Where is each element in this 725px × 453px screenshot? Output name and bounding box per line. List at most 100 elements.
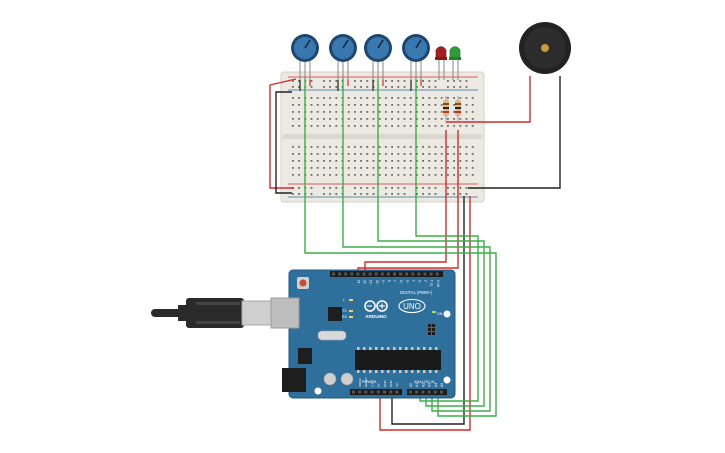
uno-label: UNO [403, 302, 421, 311]
digital-pin-label: 12 [363, 280, 367, 284]
wire-led-red-to-pin[interactable] [364, 130, 447, 276]
breadboard-hole [434, 160, 437, 162]
potentiometer-1[interactable] [291, 34, 319, 80]
buzzer-hole [541, 44, 549, 52]
breadboard-hole [329, 187, 331, 189]
breadboard-hole [397, 193, 400, 195]
breadboard-hole [465, 97, 468, 99]
potentiometer-4[interactable] [402, 34, 430, 80]
breadboard[interactable] [280, 71, 485, 203]
led-red[interactable] [435, 46, 447, 81]
breadboard-hole [391, 167, 393, 169]
breadboard-hole [453, 193, 455, 195]
breadboard-hole [335, 167, 338, 169]
wire-pot-3-signal[interactable] [377, 78, 485, 407]
breadboard-hole [360, 193, 362, 195]
digital-header-holes [332, 272, 439, 276]
breadboard-hole [292, 146, 294, 148]
breadboard-hole [416, 153, 418, 155]
breadboard-hole [298, 153, 300, 155]
breadboard-hole [440, 167, 443, 169]
usb-cable[interactable] [151, 298, 273, 328]
on-led [432, 311, 436, 313]
power-pin-label: 5V [377, 383, 381, 387]
arduino-uno-board[interactable]: UNO ARDUINO DIGITAL (PWM~) POWER ANALOG … [270, 269, 456, 399]
potentiometer-3[interactable] [364, 34, 392, 80]
power-header [350, 389, 402, 395]
breadboard-hole [385, 111, 387, 113]
breadboard-hole [416, 146, 418, 148]
wire-left-rail-black[interactable] [275, 91, 292, 194]
breadboard-hole [459, 118, 462, 120]
breadboard-hole [366, 97, 369, 99]
breadboard-hole [366, 80, 369, 82]
breadboard-hole [403, 160, 406, 162]
digital-pin-label: ~9 [381, 280, 385, 284]
breadboard-hole [316, 97, 319, 99]
breadboard-hole [453, 153, 455, 155]
breadboard-hole [335, 146, 338, 148]
breadboard-hole [459, 174, 462, 176]
wire-pot-4-signal[interactable] [415, 78, 479, 402]
breadboard-hole [409, 104, 412, 106]
breadboard-hole [459, 80, 462, 82]
resistor-2[interactable] [455, 96, 461, 122]
breadboard-hole [347, 153, 350, 155]
breadboard-center-channel [283, 134, 482, 139]
breadboard-hole [354, 125, 356, 127]
wire-left-rail-red[interactable] [269, 78, 297, 189]
analog-pin-label: A1 [415, 383, 419, 387]
breadboard-hole [434, 153, 437, 155]
breadboard-hole [316, 104, 319, 106]
resistor-1[interactable] [443, 96, 449, 122]
wire-pot-1-signal[interactable] [304, 78, 497, 417]
breadboard-hole [360, 80, 362, 82]
analog-pin-label: A5 [440, 383, 444, 387]
breadboard-hole [366, 118, 369, 120]
breadboard-hole [434, 125, 437, 127]
breadboard-hole [453, 80, 455, 82]
mounting-hole-1 [443, 310, 451, 318]
analog-header [407, 389, 447, 395]
usb-plug-metal [241, 300, 273, 326]
breadboard-hole [385, 125, 387, 127]
breadboard-hole [310, 118, 313, 120]
breadboard-hole [335, 193, 338, 195]
wire-5v[interactable] [379, 196, 471, 431]
breadboard-hole [416, 118, 418, 120]
power-pin-label: GND [383, 380, 387, 388]
breadboard-hole [459, 193, 462, 195]
analog-pin-label: A0 [409, 383, 413, 387]
wire-gnd[interactable] [391, 196, 465, 425]
rx-led [349, 316, 353, 318]
breadboard-hole [403, 193, 406, 195]
breadboard-hole [397, 146, 400, 148]
breadboard-hole [391, 146, 393, 148]
wire-buzzer-black[interactable] [468, 76, 561, 189]
breadboard-hole [465, 167, 468, 169]
breadboard-hole [329, 160, 331, 162]
breadboard-hole [434, 146, 437, 148]
wire-buzzer-red[interactable] [446, 76, 531, 123]
breadboard-hole [378, 104, 381, 106]
icsp-header [428, 324, 435, 335]
breadboard-hole [459, 97, 462, 99]
piezo-buzzer[interactable] [519, 22, 571, 74]
potentiometer-2[interactable] [329, 34, 357, 80]
breadboard-hole [354, 146, 356, 148]
led-green[interactable] [449, 46, 461, 81]
breadboard-hole [354, 167, 356, 169]
breadboard-hole [440, 125, 443, 127]
breadboard-hole [310, 111, 313, 113]
breadboard-hole [403, 111, 406, 113]
breadboard-hole [360, 104, 362, 106]
breadboard-hole [422, 187, 424, 189]
breadboard-hole [323, 80, 325, 82]
breadboard-hole [385, 174, 387, 176]
breadboard-hole [471, 111, 474, 113]
breadboard-hole [391, 160, 393, 162]
wire-pot-2-signal[interactable] [342, 78, 491, 412]
breadboard-hole [409, 167, 412, 169]
breadboard-hole [360, 160, 362, 162]
